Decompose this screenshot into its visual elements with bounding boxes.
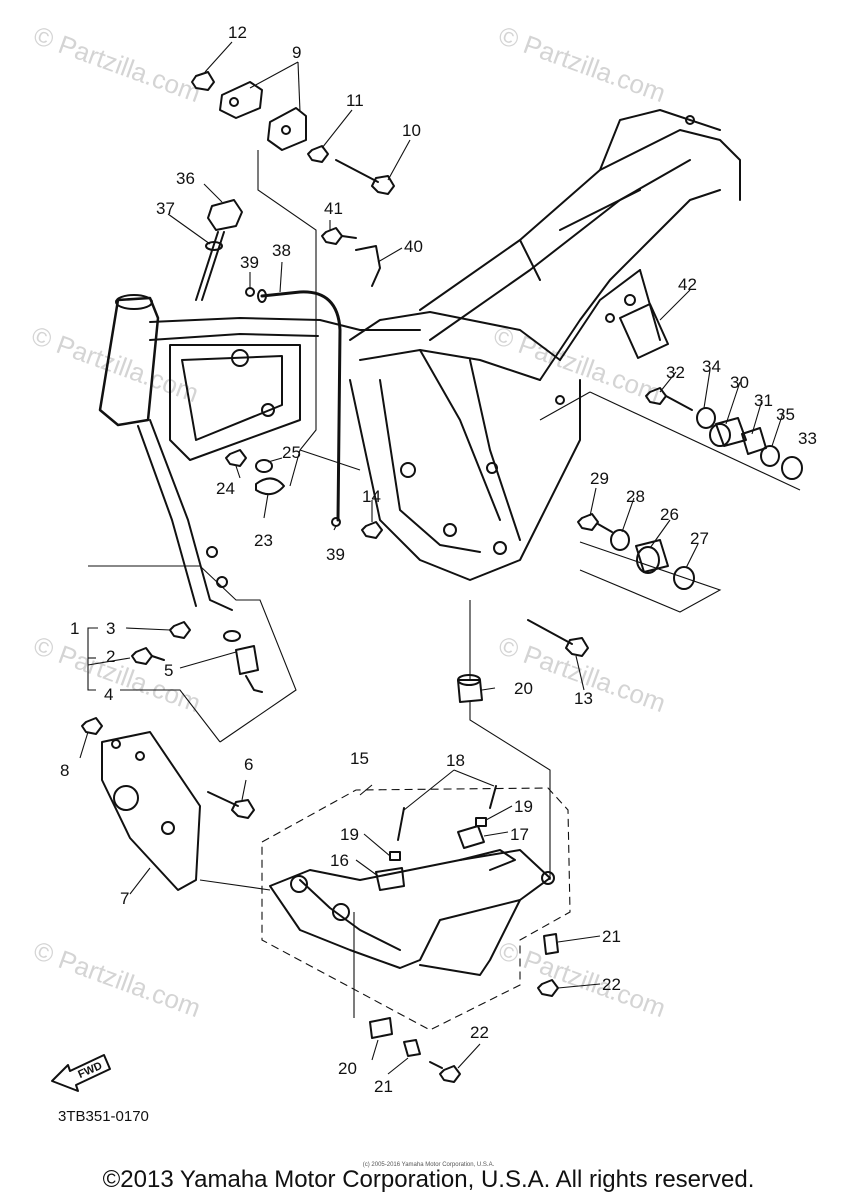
callout-15: 15	[350, 749, 369, 768]
diagram-code: 3TB351-0170	[58, 1108, 149, 1125]
callout-26: 26	[660, 505, 679, 524]
nut-12	[191, 71, 215, 91]
callout-39-upper: 39	[240, 253, 259, 272]
callout-8: 8	[60, 761, 69, 780]
callout-20-upper: 20	[514, 679, 533, 698]
callout-21-lower: 21	[374, 1077, 393, 1096]
callout-18: 18	[446, 751, 465, 770]
callout-35: 35	[776, 405, 795, 424]
callout-36: 36	[176, 169, 195, 188]
callout-40: 40	[404, 237, 423, 256]
callout-9: 9	[292, 43, 301, 62]
callout-24: 24	[216, 479, 235, 498]
callout-7: 7	[120, 889, 129, 908]
main-frame	[98, 109, 741, 611]
copyright-notice: ©2013 Yamaha Motor Corporation, U.S.A. A…	[102, 1166, 755, 1193]
bracket-9a	[219, 81, 263, 119]
callout-22-lower: 22	[470, 1023, 489, 1042]
callout-23: 23	[254, 531, 273, 550]
callout-12: 12	[228, 23, 247, 42]
callout-20-lower: 20	[338, 1059, 357, 1078]
pad-42	[619, 303, 669, 359]
bracket-40	[355, 245, 381, 287]
callout-33: 33	[798, 429, 817, 448]
fwd-arrow-icon: FWD	[51, 1054, 111, 1092]
callout-34: 34	[702, 357, 721, 376]
skid-plate-15	[269, 849, 551, 969]
nut-11	[307, 145, 329, 163]
hose-38	[260, 290, 342, 522]
callout-22-right: 22	[602, 975, 621, 994]
callout-11: 11	[346, 91, 364, 110]
engine-plate-7	[101, 731, 201, 891]
callout-17: 17	[510, 825, 529, 844]
callout-6: 6	[244, 755, 253, 774]
callout-5: 5	[164, 661, 173, 680]
bracket-9b	[267, 107, 307, 151]
callout-21-right: 21	[602, 927, 621, 946]
callout-1: 1	[70, 619, 79, 638]
callout-16: 16	[330, 851, 349, 870]
callout-38: 38	[272, 241, 291, 260]
callout-25: 25	[282, 443, 301, 462]
callout-27: 27	[690, 529, 709, 548]
callout-28: 28	[626, 487, 645, 506]
callout-39-lower: 39	[326, 545, 345, 564]
cap-36	[207, 199, 243, 231]
callout-42: 42	[678, 275, 697, 294]
callout-30: 30	[730, 373, 749, 392]
small-copyright: (c) 2005-2016 Yamaha Motor Corporation, …	[362, 1162, 495, 1168]
callout-3: 3	[106, 619, 115, 638]
callout-31: 31	[754, 391, 773, 410]
callout-2: 2	[106, 647, 115, 666]
callout-13: 13	[574, 689, 593, 708]
callout-29: 29	[590, 469, 609, 488]
callout-19-right: 19	[514, 797, 533, 816]
callout-19-left: 19	[340, 825, 359, 844]
callout-14: 14	[362, 487, 381, 506]
callout-32: 32	[666, 363, 685, 382]
callout-10: 10	[402, 121, 421, 140]
callout-37: 37	[156, 199, 175, 218]
callout-4: 4	[104, 685, 113, 704]
callout-41: 41	[324, 199, 343, 218]
